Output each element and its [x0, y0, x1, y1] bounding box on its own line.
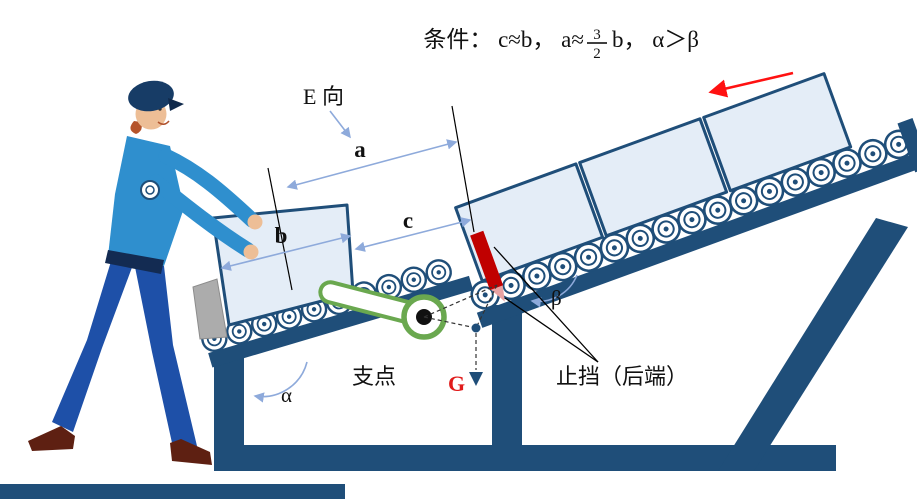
worker-badge-inner [145, 185, 155, 195]
center-of-gravity-dot [471, 323, 481, 333]
dim-b-label: b [275, 223, 288, 248]
frame-diagonal-brace [718, 218, 908, 471]
worker-cap-visor [168, 98, 184, 111]
dim-c-label: c [403, 208, 413, 233]
main-conveyor-rail [476, 144, 917, 328]
e-view: E 向 [303, 84, 351, 139]
stopper-leader-2 [504, 297, 599, 363]
dimensions: a b c [220, 105, 475, 291]
worker-back-leg [52, 258, 134, 432]
condition-fraction-denominator: 2 [593, 46, 601, 62]
dim-c-arrow [354, 217, 472, 252]
condition-statement: 条件： c≈b， a≈ 3 2 b， α＞β [423, 27, 699, 62]
stopper-block [470, 230, 504, 291]
cargo-box-3 [702, 72, 853, 193]
tilt-conveyor-rail [208, 275, 474, 368]
e-view-arrow-icon [329, 110, 351, 139]
stopper-callout: 止挡（后端） [493, 246, 688, 389]
worker-cap [128, 80, 174, 112]
gravity-arrow-icon [469, 372, 483, 386]
angles: α β [253, 274, 578, 407]
worker [28, 80, 263, 465]
gravity-label: G [448, 371, 465, 396]
worker-mouth [157, 120, 170, 125]
angle-beta-label: β [551, 286, 562, 310]
main-conveyor [454, 72, 917, 328]
cargo-boxes [454, 72, 853, 283]
worker-belt [105, 250, 164, 274]
dim-b-arrow [220, 233, 352, 271]
worker-badge [140, 180, 160, 200]
floor-strip [0, 484, 345, 499]
flow-direction-arrow-icon [708, 71, 794, 98]
conveyor-frame [0, 218, 908, 499]
extension-line-right [451, 105, 475, 233]
worker-torso [108, 136, 184, 266]
condition-prefix: 条件： c≈b， a≈ [423, 27, 584, 52]
worker-hand-lower [243, 244, 259, 260]
frame-middle-leg [492, 305, 522, 470]
worker-upper-arm [158, 148, 260, 228]
cargo-box-2 [578, 117, 729, 238]
stopper [470, 230, 505, 302]
condition-fraction-numerator: 3 [593, 27, 601, 43]
stopper-leader-1 [493, 246, 599, 363]
e-view-label: E 向 [303, 84, 344, 109]
tilt-conveyor [198, 256, 474, 368]
gravity-construction-lines [423, 284, 498, 329]
dim-a-arrow [286, 139, 458, 190]
worker-hair [130, 121, 142, 134]
worker-back-shoe [28, 426, 75, 451]
angle-beta-arc [530, 274, 578, 308]
worker-front-shoe [170, 439, 212, 465]
worker-hand-upper [247, 214, 263, 230]
angle-alpha-label: α [281, 383, 292, 407]
conveyor-end-stop [897, 118, 917, 173]
stopper-label: 止挡（后端） [556, 364, 688, 389]
gravity-indicator: G [423, 284, 498, 396]
angle-alpha-arc [253, 361, 308, 403]
worker-front-leg [134, 262, 197, 452]
fulcrum-label: 支点 [352, 364, 396, 389]
dim-a-label: a [354, 137, 366, 162]
tilt-end-plate [192, 278, 228, 340]
condition-suffix: b， α＞β [612, 27, 699, 52]
